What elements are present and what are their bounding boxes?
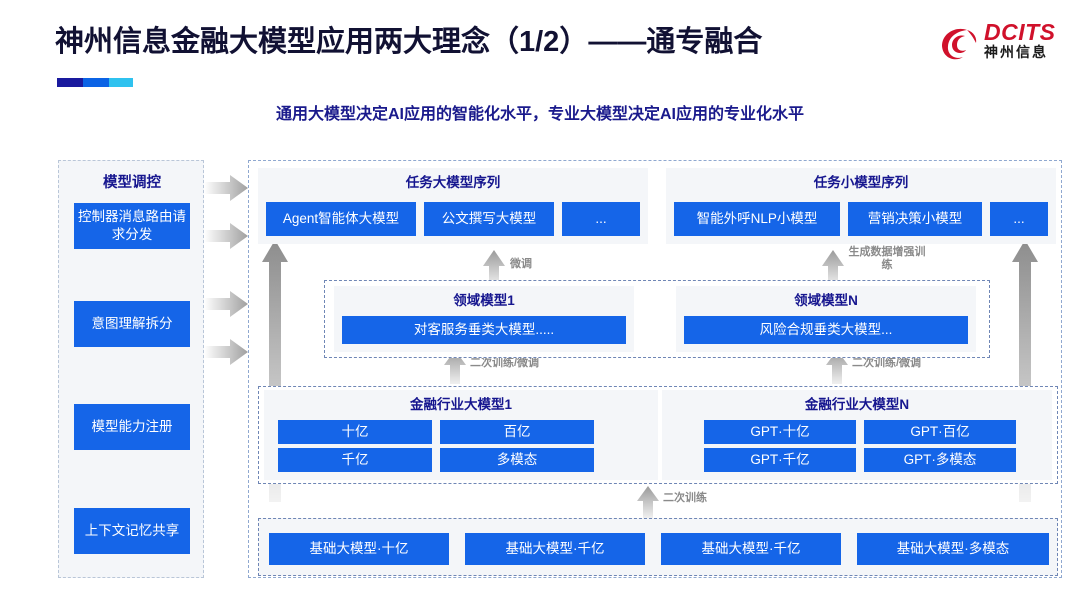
- panel-industry-1-title: 金融行业大模型1: [409, 397, 512, 412]
- flow-arrow-up-gen-data-aug: [822, 250, 844, 286]
- flow-arrow-up-retrain-base: [637, 486, 659, 518]
- base-model-item-10yi[interactable]: 基础大模型·十亿: [269, 533, 449, 565]
- sidebar-item-context-memory-share[interactable]: 上下文记忆共享: [74, 508, 190, 554]
- subtitle: 通用大模型决定AI应用的智能化水平，专业大模型决定AI应用的专业化水平: [275, 106, 804, 123]
- task-large-item-doc-write[interactable]: 公文撰写大模型: [424, 202, 554, 236]
- arrow-label-retrain-finetune-left: 二次训练/微调: [470, 357, 540, 369]
- task-small-item-more[interactable]: ...: [990, 202, 1048, 236]
- industry-n-item-gpt-1000yi[interactable]: GPT·千亿: [704, 448, 856, 472]
- panel-task-small-model-sequence: 任务小模型序列 智能外呼NLP小模型 营销决策小模型 ...: [666, 168, 1056, 244]
- panel-task-large-model-sequence: 任务大模型序列 Agent智能体大模型 公文撰写大模型 ...: [258, 168, 648, 244]
- arrow-label-gen-data-aug: 生成数据增强训练: [848, 246, 926, 271]
- flow-arrow-up-far-right: [1012, 240, 1038, 502]
- task-large-item-agent[interactable]: Agent智能体大模型: [266, 202, 416, 236]
- panel-domain-model-1: 领域模型1 对客服务垂类大模型.....: [334, 286, 634, 352]
- panel-domain-model-n: 领域模型N 风险合规垂类大模型...: [676, 286, 976, 352]
- task-large-item-more[interactable]: ...: [562, 202, 640, 236]
- panel-industry-model-n: 金融行业大模型N GPT·十亿 GPT·百亿 GPT·千亿 GPT·多模态: [662, 390, 1052, 480]
- dcits-swirl-icon: [936, 24, 980, 64]
- accent-segment-3: [109, 78, 133, 87]
- flow-arrow-right-4: [204, 339, 248, 365]
- logo-text: DCITS 神州信息: [984, 20, 1056, 61]
- panel-task-small-title: 任务小模型序列: [813, 175, 909, 190]
- company-logo: DCITS 神州信息: [936, 18, 1064, 74]
- page-title: 神州信息金融大模型应用两大理念（1/2）——通专融合: [55, 26, 763, 58]
- flow-arrow-up-retrain-left: [444, 350, 466, 384]
- industry-1-item-100yi[interactable]: 百亿: [440, 420, 594, 444]
- panel-domain-n-title: 领域模型N: [794, 293, 858, 308]
- logo-cn-text: 神州信息: [984, 44, 1048, 60]
- domain-model-1-item[interactable]: 对客服务垂类大模型.....: [342, 316, 626, 344]
- domain-model-n-item[interactable]: 风险合规垂类大模型...: [684, 316, 968, 344]
- logo-en-text: DCITS: [984, 19, 1056, 45]
- base-model-item-1000yi-b[interactable]: 基础大模型·千亿: [661, 533, 841, 565]
- flow-arrow-up-retrain-right: [826, 350, 848, 384]
- page-header: 神州信息金融大模型应用两大理念（1/2）——通专融合 DCITS 神州信息: [0, 0, 1080, 96]
- sidebar-item-capability-registry[interactable]: 模型能力注册: [74, 404, 190, 450]
- sidebar-item-controller-routing[interactable]: 控制器消息路由请求分发: [74, 203, 190, 249]
- task-small-item-outbound-nlp[interactable]: 智能外呼NLP小模型: [674, 202, 840, 236]
- panel-industry-model-1: 金融行业大模型1 十亿 百亿 千亿 多模态: [264, 390, 658, 480]
- base-model-item-1000yi-a[interactable]: 基础大模型·千亿: [465, 533, 645, 565]
- flow-arrow-up-fine-tune: [483, 250, 505, 286]
- task-small-item-marketing[interactable]: 营销决策小模型: [848, 202, 982, 236]
- panel-task-large-title: 任务大模型序列: [405, 175, 501, 190]
- arrow-label-retrain-finetune-right: 二次训练/微调: [852, 357, 922, 369]
- panel-domain-1-title: 领域模型1: [453, 293, 515, 308]
- industry-n-item-gpt-100yi[interactable]: GPT·百亿: [864, 420, 1016, 444]
- flow-arrow-right-2: [204, 223, 248, 249]
- base-model-item-multimodal[interactable]: 基础大模型·多模态: [857, 533, 1049, 565]
- arrow-label-fine-tune: 微调: [510, 258, 532, 270]
- sidebar-title: 模型调控: [103, 175, 161, 191]
- panel-industry-n-title: 金融行业大模型N: [804, 397, 910, 412]
- accent-bar: [57, 78, 133, 87]
- industry-n-item-gpt-10yi[interactable]: GPT·十亿: [704, 420, 856, 444]
- arrow-label-retrain-base: 二次训练: [663, 492, 707, 504]
- industry-1-item-multimodal[interactable]: 多模态: [440, 448, 594, 472]
- sidebar-item-intent-parsing[interactable]: 意图理解拆分: [74, 301, 190, 347]
- industry-n-item-gpt-multimodal[interactable]: GPT·多模态: [864, 448, 1016, 472]
- flow-arrow-right-1: [204, 175, 248, 201]
- industry-1-item-10yi[interactable]: 十亿: [278, 420, 432, 444]
- sidebar-model-control: 模型调控 控制器消息路由请求分发 意图理解拆分 模型能力注册 上下文记忆共享: [58, 160, 204, 578]
- flow-arrow-right-3: [204, 291, 248, 317]
- accent-segment-1: [57, 78, 83, 87]
- accent-segment-2: [83, 78, 109, 87]
- flow-arrow-up-far-left: [262, 240, 288, 502]
- industry-1-item-1000yi[interactable]: 千亿: [278, 448, 432, 472]
- base-model-frame: 基础大模型·十亿 基础大模型·千亿 基础大模型·千亿 基础大模型·多模态: [258, 518, 1058, 576]
